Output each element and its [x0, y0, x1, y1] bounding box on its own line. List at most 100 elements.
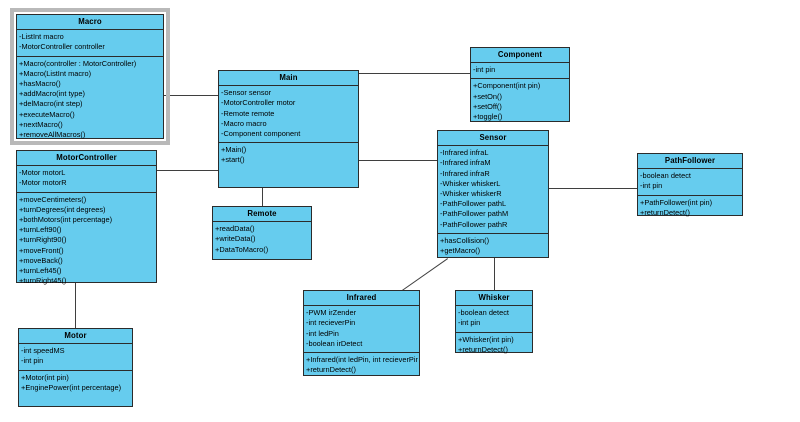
- operation-row: +Main(): [221, 145, 247, 155]
- attribute-row: -MotorController controller: [19, 42, 105, 52]
- operation-row: +readData(): [215, 224, 255, 234]
- operation-row: +start(): [221, 155, 245, 165]
- attribute-row: -int pin: [21, 356, 44, 366]
- attribute-row: -boolean detect: [640, 171, 691, 181]
- attribute-row: -Motor motorR: [19, 178, 67, 188]
- class-box-macro[interactable]: Macro -ListInt macro -MotorController co…: [16, 14, 164, 139]
- attribute-row: -boolean detect: [458, 308, 509, 318]
- class-operations-infrared: +Infrared(int ledPin, int recieverPin) +…: [304, 353, 419, 378]
- operation-row: +getMacro(): [440, 246, 481, 256]
- operation-row: +turnDegrees(int degrees): [19, 204, 106, 214]
- operation-row: +Motor(int pin): [21, 372, 69, 382]
- class-attributes-macro: -ListInt macro -MotorController controll…: [17, 30, 163, 57]
- attribute-row: -Infrared infraM: [440, 158, 491, 168]
- class-title-pathfollower: PathFollower: [638, 154, 742, 170]
- class-attributes-motor: -int speedMS -int pin: [19, 344, 132, 371]
- class-attributes-sensor: -Infrared infraL -Infrared infraM -Infra…: [438, 146, 548, 234]
- attribute-row: -int pin: [458, 318, 481, 328]
- operation-row: +DataToMacro(): [215, 244, 269, 254]
- class-attributes-pathfollower: -boolean detect -int pin: [638, 169, 742, 196]
- link-main-component: [359, 73, 470, 74]
- operation-row: +Infrared(int ledPin, int recieverPin): [306, 355, 418, 365]
- attribute-row: -Remote remote: [221, 108, 275, 118]
- class-operations-pathfollower: +PathFollower(int pin) +returnDetect(): [638, 196, 742, 221]
- operation-row: +Whisker(int pin): [458, 334, 514, 344]
- attribute-row: -int speedMS: [21, 346, 65, 356]
- class-box-main[interactable]: Main -Sensor sensor -MotorController mot…: [218, 70, 359, 188]
- operation-row: +toggle(): [473, 112, 503, 122]
- operation-row: +returnDetect(): [640, 207, 690, 217]
- class-box-component[interactable]: Component -int pin +Component(int pin) +…: [470, 47, 570, 122]
- operation-row: +turnLeft90(): [19, 225, 62, 235]
- class-box-motor[interactable]: Motor -int speedMS -int pin +Motor(int p…: [18, 328, 133, 407]
- operation-row: +bothMotors(int percentage): [19, 215, 113, 225]
- operation-row: +nextMacro(): [19, 119, 63, 129]
- operation-row: +moveFront(): [19, 245, 64, 255]
- attribute-row: -Infrared infraL: [440, 148, 489, 158]
- operation-row: +returnDetect(): [458, 344, 508, 354]
- class-title-component: Component: [471, 48, 569, 64]
- operation-row: +hasMacro(): [19, 79, 61, 89]
- class-title-remote: Remote: [213, 207, 311, 223]
- operation-row: +turnRight45(): [19, 276, 67, 286]
- operation-row: +moveCentimeters(): [19, 194, 87, 204]
- class-attributes-motorcontroller: -Motor motorL -Motor motorR: [17, 166, 156, 193]
- operation-row: +Macro(ListInt macro): [19, 68, 92, 78]
- attribute-row: -Sensor sensor: [221, 88, 272, 98]
- link-motorcontroller-main: [157, 170, 218, 171]
- operation-row: +returnDetect(): [306, 365, 356, 375]
- operation-row: +Component(int pin): [473, 81, 541, 91]
- class-title-sensor: Sensor: [438, 131, 548, 147]
- class-operations-motor: +Motor(int pin) +EnginePower(int percent…: [19, 371, 132, 396]
- class-operations-component: +Component(int pin) +setOn() +setOff() +…: [471, 79, 569, 125]
- class-title-motor: Motor: [19, 329, 132, 345]
- attribute-row: -boolean irDetect: [306, 338, 363, 348]
- link-macro-main: [164, 95, 218, 96]
- link-sensor-pathfollower: [549, 188, 637, 189]
- class-operations-motorcontroller: +moveCentimeters() +turnDegrees(int degr…: [17, 193, 156, 290]
- operation-row: +Macro(controller : MotorController): [19, 58, 137, 68]
- operation-row: +turnLeft45(): [19, 266, 62, 276]
- link-sensor-whisker: [494, 258, 495, 290]
- attribute-row: -Whisker whiskerL: [440, 178, 501, 188]
- operation-row: +removeAllMacros(): [19, 130, 86, 140]
- operation-row: +moveBack(): [19, 255, 63, 265]
- link-sensor-infrared: [398, 258, 448, 294]
- attribute-row: -PathFollower pathM: [440, 209, 509, 219]
- class-operations-macro: +Macro(controller : MotorController) +Ma…: [17, 57, 163, 144]
- operation-row: +writeData(): [215, 234, 256, 244]
- operation-row: +delMacro(int step): [19, 99, 83, 109]
- attribute-row: -Motor motorL: [19, 168, 66, 178]
- attribute-row: -PWM irZender: [306, 308, 357, 318]
- operation-row: +addMacro(int type): [19, 89, 85, 99]
- attribute-row: -PathFollower pathR: [440, 219, 508, 229]
- attribute-row: -MotorController motor: [221, 98, 296, 108]
- attribute-row: -int pin: [473, 65, 496, 75]
- class-title-whisker: Whisker: [456, 291, 532, 307]
- operation-row: +turnRight90(): [19, 235, 67, 245]
- class-box-whisker[interactable]: Whisker -boolean detect -int pin +Whiske…: [455, 290, 533, 354]
- class-title-motorcontroller: MotorController: [17, 151, 156, 167]
- operation-row: +EnginePower(int percentage): [21, 382, 122, 392]
- attribute-row: -int recieverPin: [306, 318, 356, 328]
- operation-row: +setOn(): [473, 91, 502, 101]
- operation-row: +setOff(): [473, 101, 502, 111]
- attribute-row: -Component component: [221, 129, 301, 139]
- class-title-macro: Macro: [17, 15, 163, 31]
- class-box-pathfollower[interactable]: PathFollower -boolean detect -int pin +P…: [637, 153, 743, 217]
- attribute-row: -Macro macro: [221, 118, 267, 128]
- class-box-motorcontroller[interactable]: MotorController -Motor motorL -Motor mot…: [16, 150, 157, 285]
- attribute-row: -Infrared infraR: [440, 168, 490, 178]
- class-box-remote[interactable]: Remote +readData() +writeData() +DataToM…: [212, 206, 312, 260]
- class-box-infrared[interactable]: Infrared -PWM irZender -int recieverPin …: [303, 290, 420, 376]
- class-operations-whisker: +Whisker(int pin) +returnDetect(): [456, 333, 532, 358]
- class-box-sensor[interactable]: Sensor -Infrared infraL -Infrared infraM…: [437, 130, 549, 258]
- class-operations-main: +Main() +start(): [219, 143, 358, 168]
- class-attributes-infrared: -PWM irZender -int recieverPin -int ledP…: [304, 306, 419, 354]
- attribute-row: -Whisker whiskerR: [440, 189, 502, 199]
- class-operations-remote: +readData() +writeData() +DataToMacro(): [213, 222, 311, 258]
- class-attributes-main: -Sensor sensor -MotorController motor -R…: [219, 86, 358, 144]
- link-motorcontroller-motor: [75, 283, 76, 328]
- class-title-infrared: Infrared: [304, 291, 419, 307]
